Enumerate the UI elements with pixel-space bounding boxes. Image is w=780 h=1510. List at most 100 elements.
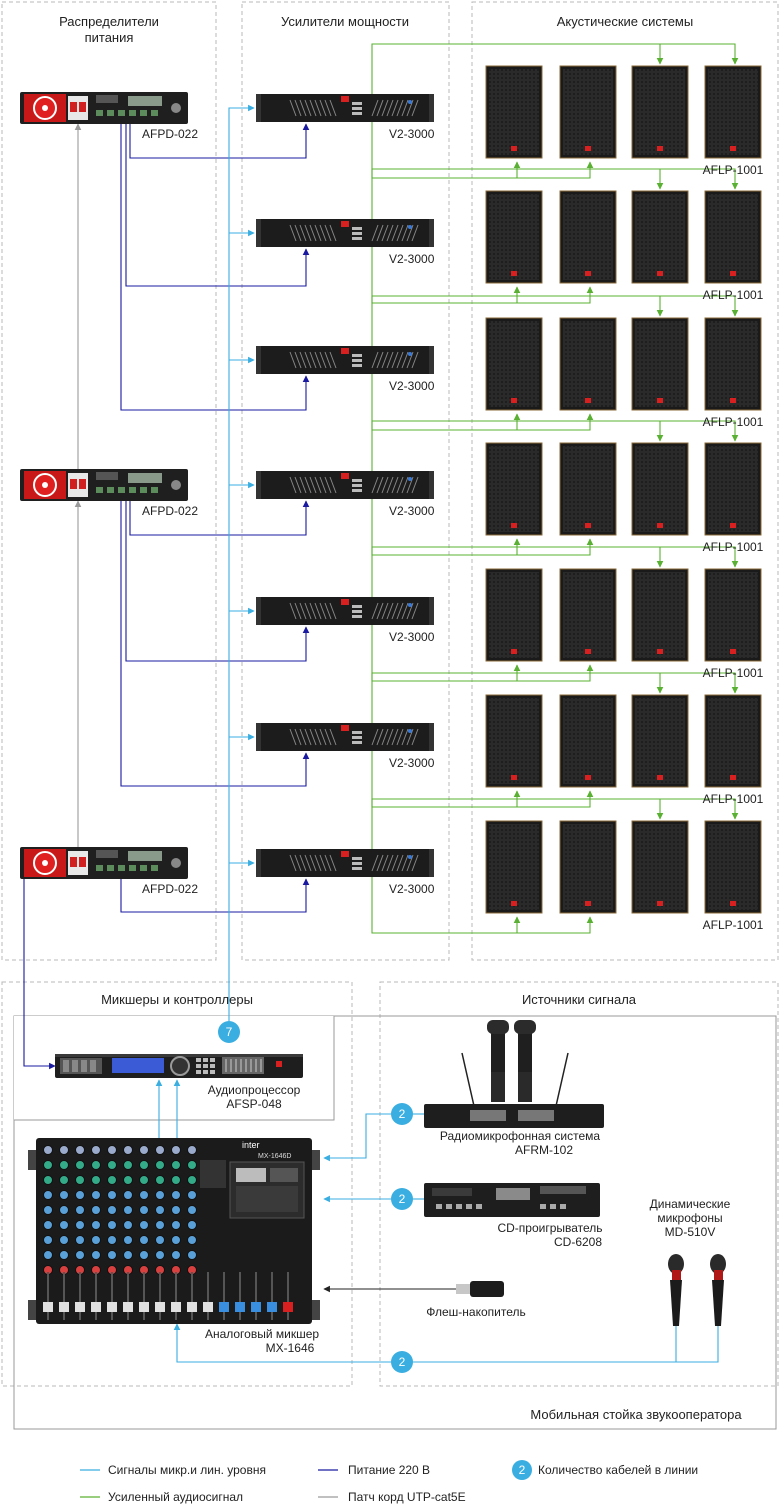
power-distributor: AFPD-022 xyxy=(20,469,198,518)
power-amplifier: V2-3000 xyxy=(256,94,435,141)
power-amplifier: V2-3000 xyxy=(256,346,435,393)
processor-name: Аудиопроцессор xyxy=(208,1083,301,1097)
power-wire xyxy=(129,500,310,536)
speaker-cabinet xyxy=(704,568,762,662)
signal-wire xyxy=(413,1326,677,1363)
speaker-cabinet xyxy=(559,65,617,159)
speaker-cabinet xyxy=(559,568,617,662)
signal-wire xyxy=(228,104,255,1021)
power-distributor: AFPD-022 xyxy=(20,847,198,896)
speaker-cabinet xyxy=(631,190,689,284)
signal-wire xyxy=(676,1326,719,1363)
amp-model-label: V2-3000 xyxy=(389,127,435,141)
speaker-cabinet xyxy=(704,190,762,284)
amp-model-label: V2-3000 xyxy=(389,630,435,644)
power-section-title: Распределители xyxy=(59,14,159,29)
speaker-cabinet xyxy=(704,820,762,914)
speaker-cabinet xyxy=(485,568,543,662)
signal-wire xyxy=(323,1113,391,1162)
badge-radio: 2 xyxy=(391,1103,413,1125)
speaker-cabinet xyxy=(631,568,689,662)
rack-frame xyxy=(13,1015,777,1430)
speaker-cabinet xyxy=(704,442,762,536)
legend-count: Количество кабелей в линии xyxy=(538,1463,698,1477)
speaker-cabinet xyxy=(559,820,617,914)
power-wire xyxy=(120,501,310,787)
power-amplifier: V2-3000 xyxy=(256,597,435,644)
power-wire xyxy=(125,501,310,662)
signal-wire xyxy=(173,1323,391,1363)
amp-model-label: V2-3000 xyxy=(389,252,435,266)
power-wire xyxy=(120,124,310,411)
flash-drive xyxy=(456,1281,504,1297)
svg-text:2: 2 xyxy=(399,1355,406,1369)
speaker-cabinet xyxy=(704,317,762,411)
sources-section-frame xyxy=(379,981,779,1387)
amplifiers: V2-3000V2-3000V2-3000V2-3000V2-3000V2-30… xyxy=(256,94,435,896)
mixer-brand: inter xyxy=(242,1140,260,1150)
pdu-model-label: AFPD-022 xyxy=(142,127,198,141)
radio-name: Радиомикрофонная система xyxy=(440,1129,601,1143)
power-distributor: AFPD-022 xyxy=(20,92,198,141)
amps-section-frame xyxy=(241,1,450,961)
speaker-cabinet xyxy=(485,694,543,788)
power-section-frame xyxy=(1,1,217,961)
amp-model-label: V2-3000 xyxy=(389,504,435,518)
dynamic-microphones xyxy=(668,1254,726,1326)
legend-power: Питание 220 В xyxy=(348,1463,430,1477)
power-wire xyxy=(23,873,56,1070)
speakers-section-frame xyxy=(471,1,779,961)
radio-model: AFRM-102 xyxy=(515,1143,573,1157)
processor-knob xyxy=(170,1056,190,1076)
speaker-model-label: AFLP-1001 xyxy=(703,288,764,302)
dynmic-name-1: Динамические xyxy=(650,1197,731,1211)
rack-frame-edge xyxy=(14,1016,335,1121)
legend: Сигналы микр.и лин. уровня Питание 220 В… xyxy=(80,1460,698,1504)
badge-processor: 7 xyxy=(218,1021,240,1043)
pdu-model-label: AFPD-022 xyxy=(142,882,198,896)
rack-title: Мобильная стойка звукооператора xyxy=(530,1407,742,1422)
sources-section-title: Источники сигнала xyxy=(522,992,637,1007)
amp-model-label: V2-3000 xyxy=(389,756,435,770)
speaker-cabinet xyxy=(559,190,617,284)
legend-signal: Сигналы микр.и лин. уровня xyxy=(108,1463,266,1477)
mixer-knobs xyxy=(43,1145,197,1275)
legend-amplified: Усиленный аудиосигнал xyxy=(108,1490,243,1504)
mixers-section-frame xyxy=(1,981,353,1387)
speaker-cabinet xyxy=(631,65,689,159)
svg-text:7: 7 xyxy=(226,1025,233,1039)
audio-processor xyxy=(55,1054,303,1078)
power-section-title-2: питания xyxy=(85,30,134,45)
power-amplifier: V2-3000 xyxy=(256,723,435,770)
speaker-model-label: AFLP-1001 xyxy=(703,415,764,429)
power-wire xyxy=(129,123,310,159)
dynmic-model: MD-510V xyxy=(665,1225,716,1239)
speaker-cabinet xyxy=(559,317,617,411)
speaker-cabinet xyxy=(704,65,762,159)
speaker-cabinet xyxy=(631,694,689,788)
power-amplifier: V2-3000 xyxy=(256,219,435,266)
power-amplifier: V2-3000 xyxy=(256,849,435,896)
flash-name: Флеш-накопитель xyxy=(426,1305,525,1319)
mixer-model: MX-1646 xyxy=(266,1341,315,1355)
amp-model-label: V2-3000 xyxy=(389,379,435,393)
cd-player xyxy=(424,1183,600,1217)
speaker-cabinet xyxy=(631,442,689,536)
speakers-section-title: Акустические системы xyxy=(557,14,693,29)
mixer-faders xyxy=(43,1272,293,1320)
speaker-model-label: AFLP-1001 xyxy=(703,163,764,177)
speaker-cabinet xyxy=(559,442,617,536)
speaker-cabinet xyxy=(485,65,543,159)
speaker-model-label: AFLP-1001 xyxy=(703,792,764,806)
legend-badge-example: 2 xyxy=(519,1463,526,1477)
speaker-cabinet xyxy=(485,317,543,411)
amps-section-title: Усилители мощности xyxy=(281,14,409,29)
speaker-cabinet xyxy=(559,694,617,788)
speaker-cabinet xyxy=(485,190,543,284)
svg-text:2: 2 xyxy=(399,1192,406,1206)
cd-model: CD-6208 xyxy=(554,1235,602,1249)
dynmic-name-2: микрофоны xyxy=(657,1211,722,1225)
section-frames xyxy=(1,1,779,1387)
